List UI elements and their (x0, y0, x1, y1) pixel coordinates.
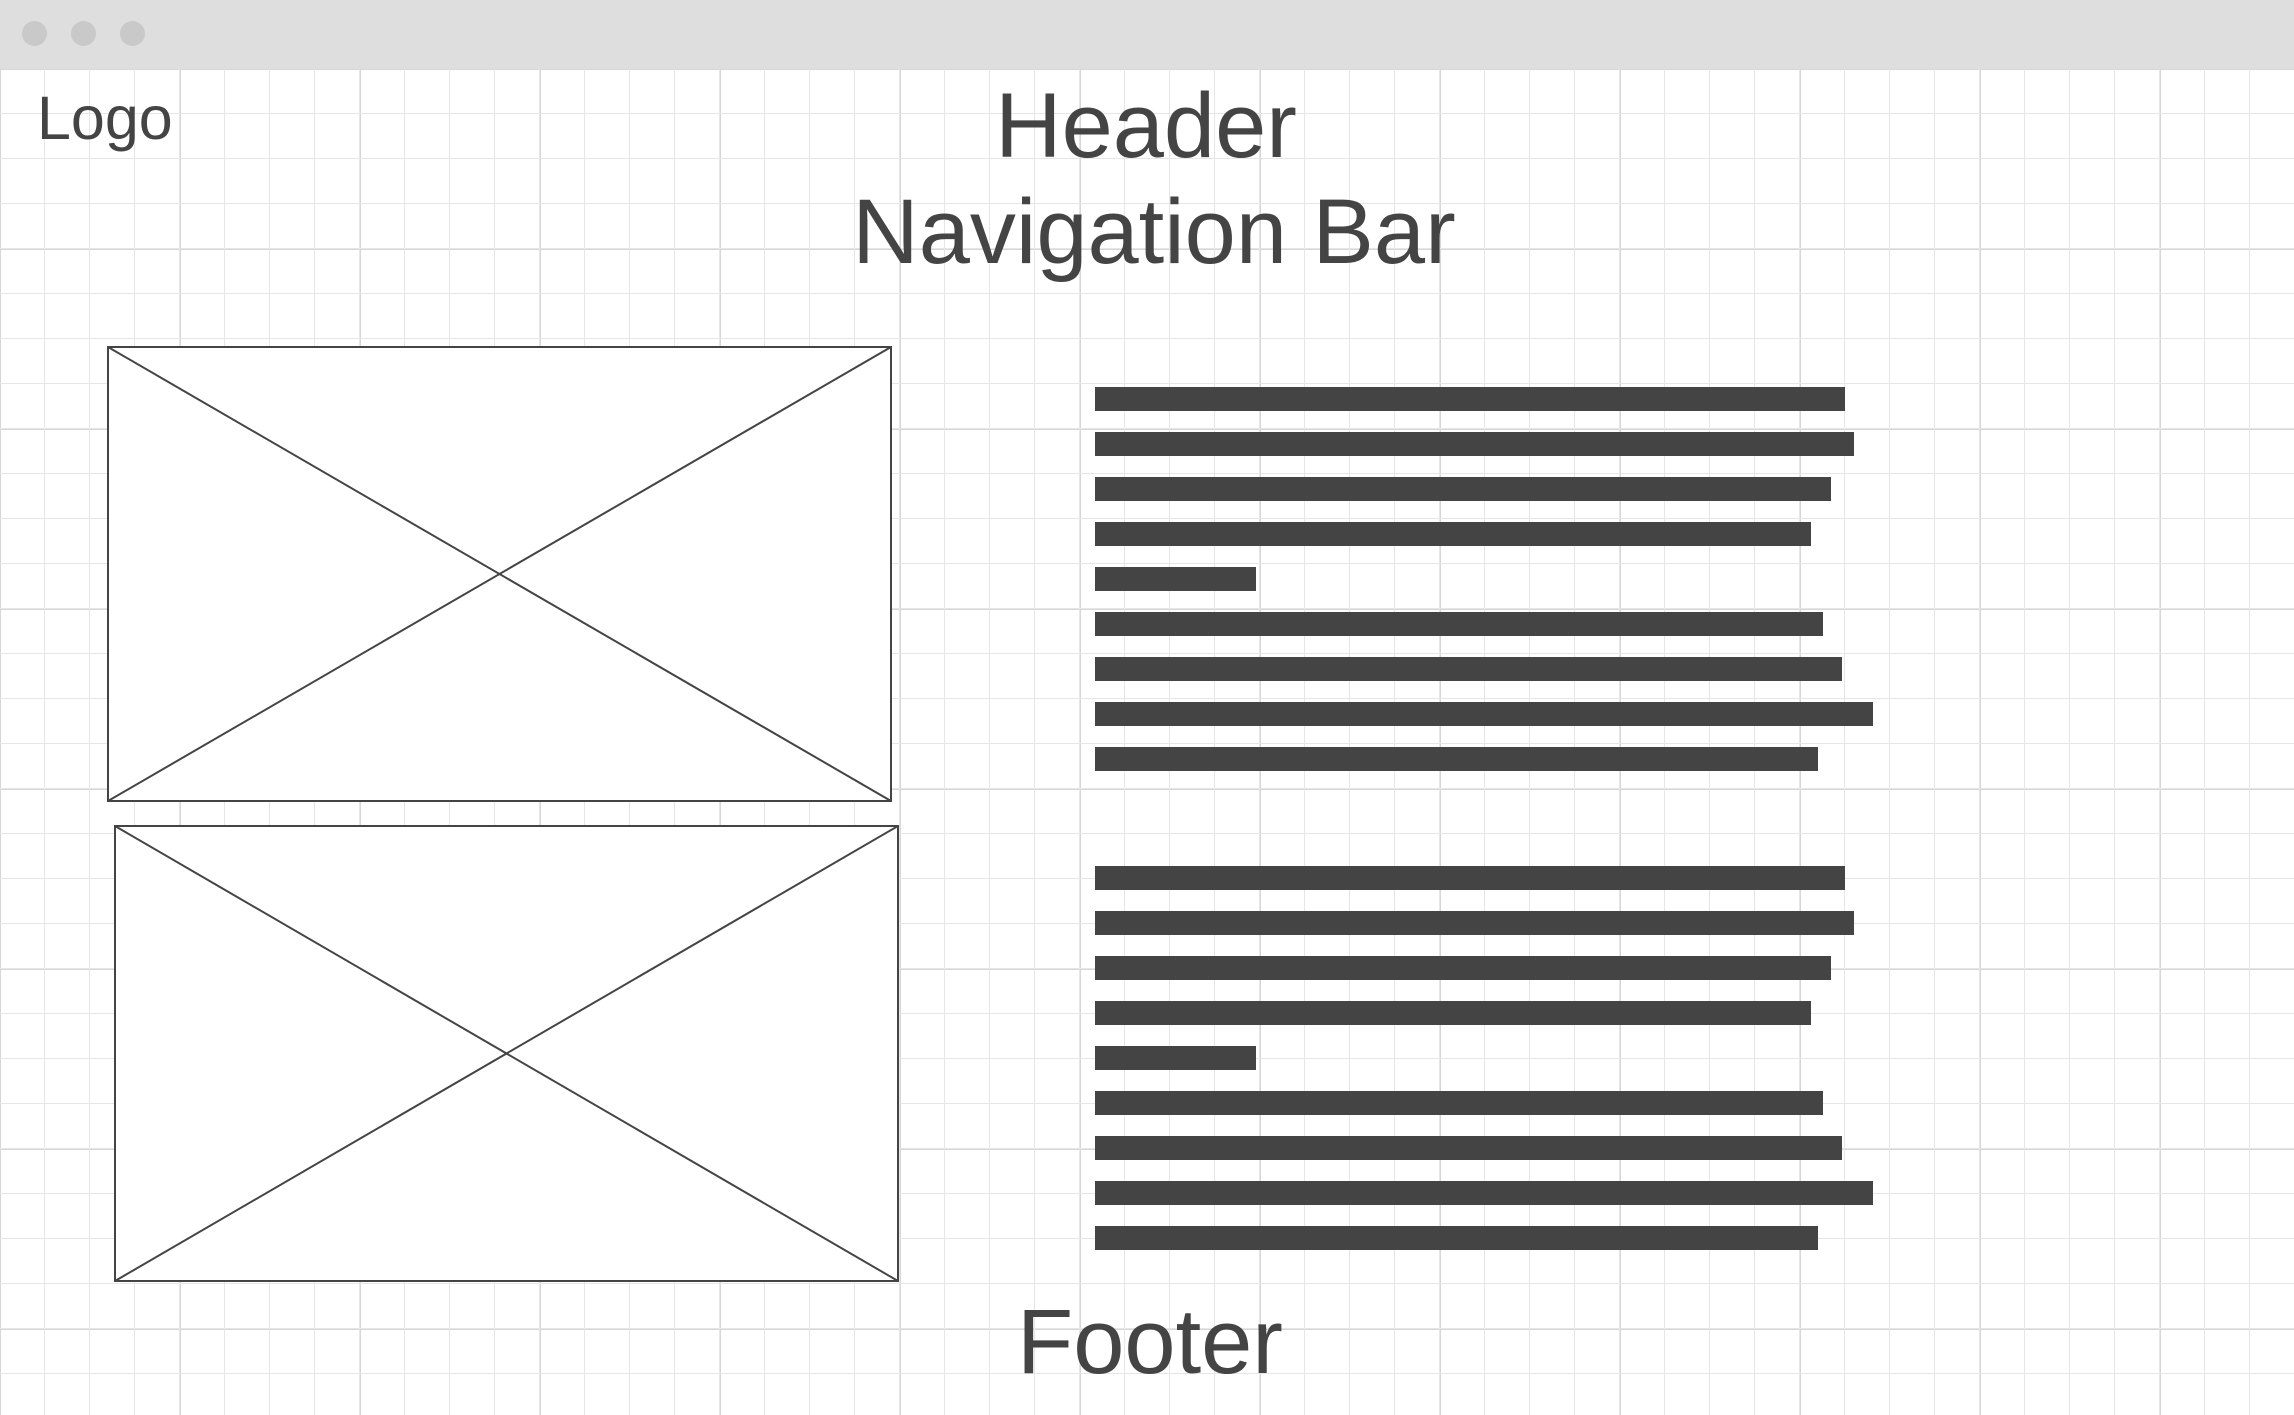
text-line (1095, 747, 1818, 771)
window-titlebar (0, 0, 2294, 69)
logo-label: Logo (37, 84, 173, 152)
text-line (1095, 1046, 1256, 1070)
text-line (1095, 657, 1842, 681)
text-line (1095, 1181, 1873, 1205)
text-line (1095, 956, 1831, 980)
navigation-bar-label: Navigation Bar (852, 181, 1456, 283)
text-line (1095, 1136, 1842, 1160)
text-line (1095, 1091, 1823, 1115)
image-placeholder-1 (107, 346, 892, 802)
text-line (1095, 612, 1823, 636)
text-block-1 (1095, 387, 1875, 771)
text-line (1095, 387, 1845, 411)
text-line (1095, 477, 1831, 501)
image-placeholder-2 (114, 825, 899, 1282)
text-line (1095, 702, 1873, 726)
minimize-window-icon[interactable] (71, 21, 96, 46)
text-line (1095, 432, 1854, 456)
text-block-2 (1095, 866, 1875, 1250)
text-line (1095, 866, 1845, 890)
text-line (1095, 1001, 1811, 1025)
maximize-window-icon[interactable] (120, 21, 145, 46)
text-line (1095, 567, 1256, 591)
text-line (1095, 1226, 1818, 1250)
header-label: Header (995, 75, 1297, 177)
footer-label: Footer (1017, 1291, 1283, 1393)
text-line (1095, 522, 1811, 546)
close-window-icon[interactable] (22, 21, 47, 46)
text-line (1095, 911, 1854, 935)
